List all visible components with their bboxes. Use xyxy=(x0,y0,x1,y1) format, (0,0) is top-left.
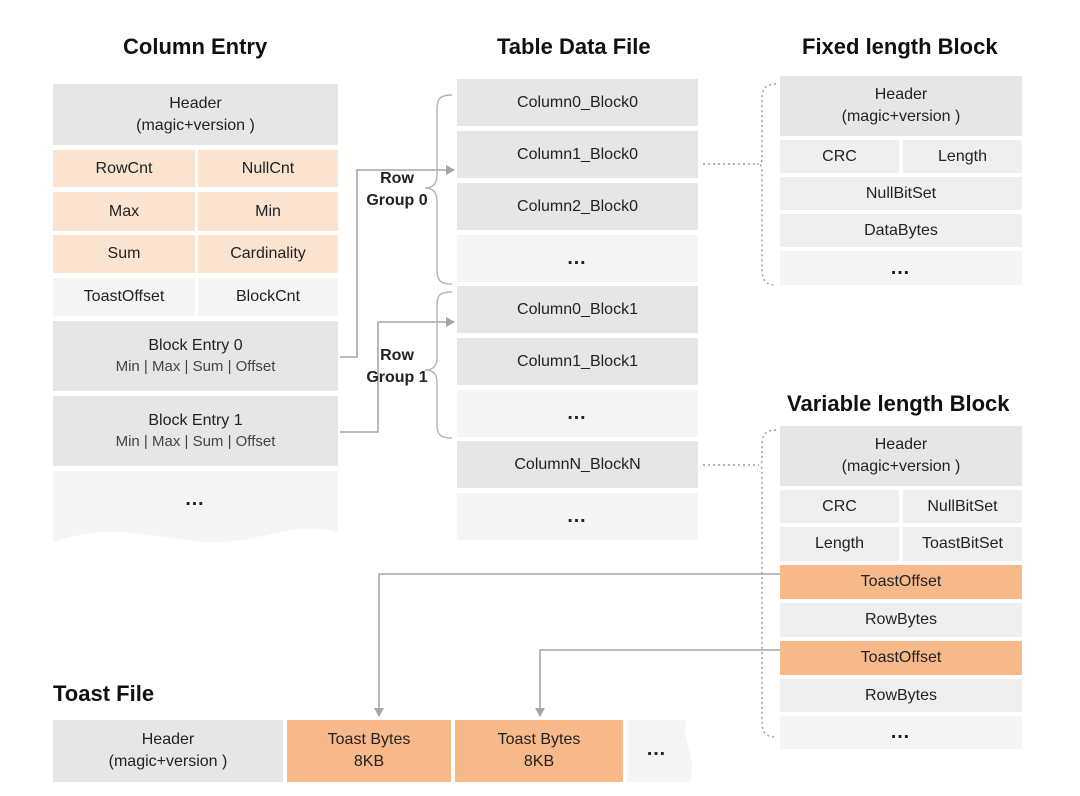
block-ellipsis-end: … xyxy=(457,493,698,540)
nullcnt-cell: NullCnt xyxy=(198,150,338,187)
toast-file-torn-end xyxy=(627,720,692,782)
arrow-block-entry-1 xyxy=(340,317,455,433)
row-group-0-line2: Group 0 xyxy=(366,192,428,210)
column-entry-ellipsis: … xyxy=(184,487,207,510)
brace-row-group-0 xyxy=(424,94,453,285)
variable-toastoffset-cell-2: ToastOffset xyxy=(780,641,1022,675)
fixed-crc-cell: CRC xyxy=(780,140,899,173)
column-entry-header: Header (magic+version ) xyxy=(53,84,338,145)
variable-toastbitset-cell: ToastBitSet xyxy=(903,527,1022,561)
table-data-file-title: Table Data File xyxy=(497,34,651,59)
block-column1-block0: Column1_Block0 xyxy=(457,131,698,178)
toast-bytes-2-label: Toast Bytes xyxy=(497,731,581,749)
cardinality-cell: Cardinality xyxy=(198,235,338,273)
header-label: Header xyxy=(169,94,222,112)
dotted-brace-variable-block xyxy=(757,429,777,738)
toast-file-header: Header (magic+version ) xyxy=(53,720,283,782)
variable-header-label: Header xyxy=(874,436,928,454)
block-column2-block0: Column2_Block0 xyxy=(457,183,698,230)
block-ellipsis-group0: … xyxy=(457,235,698,282)
header-sub: (magic+version ) xyxy=(136,116,255,134)
toast-bytes-1-label: Toast Bytes xyxy=(327,731,411,749)
toast-file-title: Toast File xyxy=(53,681,155,706)
arrow-toast-offset-2 xyxy=(535,649,780,717)
fixed-nullbitset-cell: NullBitSet xyxy=(780,177,1022,210)
variable-length-cell: Length xyxy=(780,527,899,561)
fixed-block-header: Header (magic+version ) xyxy=(780,76,1022,136)
block-entry-1-fields: Min | Max | Sum | Offset xyxy=(115,432,276,450)
min-cell: Min xyxy=(198,192,338,231)
row-group-0-label: Row Group 0 xyxy=(358,168,436,213)
max-cell: Max xyxy=(53,192,195,231)
block-entry-1: Block Entry 1 Min | Max | Sum | Offset xyxy=(53,396,338,466)
toast-bytes-1-size: 8KB xyxy=(353,753,385,770)
block-entry-0-fields: Min | Max | Sum | Offset xyxy=(115,357,276,375)
block-column0-block1: Column0_Block1 xyxy=(457,286,698,333)
block-column0-block0: Column0_Block0 xyxy=(457,79,698,126)
variable-toastoffset-cell-1: ToastOffset xyxy=(780,565,1022,599)
variable-rowbytes-cell-2: RowBytes xyxy=(780,679,1022,712)
block-column1-block1: Column1_Block1 xyxy=(457,338,698,385)
toast-bytes-1: Toast Bytes 8KB xyxy=(287,720,451,782)
toast-header-label: Header xyxy=(141,731,195,749)
fixed-block-title: Fixed length Block xyxy=(802,34,998,59)
block-ellipsis-group1: … xyxy=(457,390,698,437)
fixed-header-label: Header xyxy=(874,86,928,104)
row-group-0-line1: Row xyxy=(380,170,414,187)
variable-block-header: Header (magic+version ) xyxy=(780,426,1022,486)
row-group-1-line2: Group 1 xyxy=(366,369,428,387)
toast-bytes-2-size: 8KB xyxy=(523,753,555,770)
rowcnt-cell: RowCnt xyxy=(53,150,195,187)
variable-block-title: Variable length Block xyxy=(787,391,1010,416)
block-entry-0: Block Entry 0 Min | Max | Sum | Offset xyxy=(53,321,338,391)
block-entry-0-label: Block Entry 0 xyxy=(148,337,243,355)
block-entry-1-label: Block Entry 1 xyxy=(148,412,243,430)
block-columnN-blockN: ColumnN_BlockN xyxy=(457,441,698,488)
brace-row-group-1 xyxy=(424,291,453,439)
fixed-length-cell: Length xyxy=(903,140,1022,173)
fixed-ellipsis-cell: … xyxy=(780,251,1022,285)
variable-ellipsis-cell: … xyxy=(780,716,1022,749)
arrow-block-entry-0 xyxy=(340,165,455,358)
fixed-databytes-cell: DataBytes xyxy=(780,214,1022,247)
sum-cell: Sum xyxy=(53,235,195,273)
toast-header-sub: (magic+version ) xyxy=(108,753,228,770)
variable-header-sub: (magic+version ) xyxy=(841,458,961,475)
variable-nullbitset-cell: NullBitSet xyxy=(903,490,1022,523)
variable-rowbytes-cell-1: RowBytes xyxy=(780,603,1022,637)
variable-crc-cell: CRC xyxy=(780,490,899,523)
toast-bytes-2: Toast Bytes 8KB xyxy=(455,720,623,782)
row-group-1-line1: Row xyxy=(380,347,414,364)
toast-file-ellipsis: … xyxy=(646,737,668,760)
column-entry-title: Column Entry xyxy=(123,34,268,59)
row-group-1-label: Row Group 1 xyxy=(358,345,436,390)
toast-offset-cell: ToastOffset xyxy=(53,278,195,316)
arrow-toast-offset-1 xyxy=(374,573,780,717)
dotted-brace-fixed-block xyxy=(756,83,777,286)
block-cnt-cell: BlockCnt xyxy=(198,278,338,316)
column-entry-torn-bottom xyxy=(53,471,338,543)
fixed-header-sub: (magic+version ) xyxy=(841,108,961,125)
